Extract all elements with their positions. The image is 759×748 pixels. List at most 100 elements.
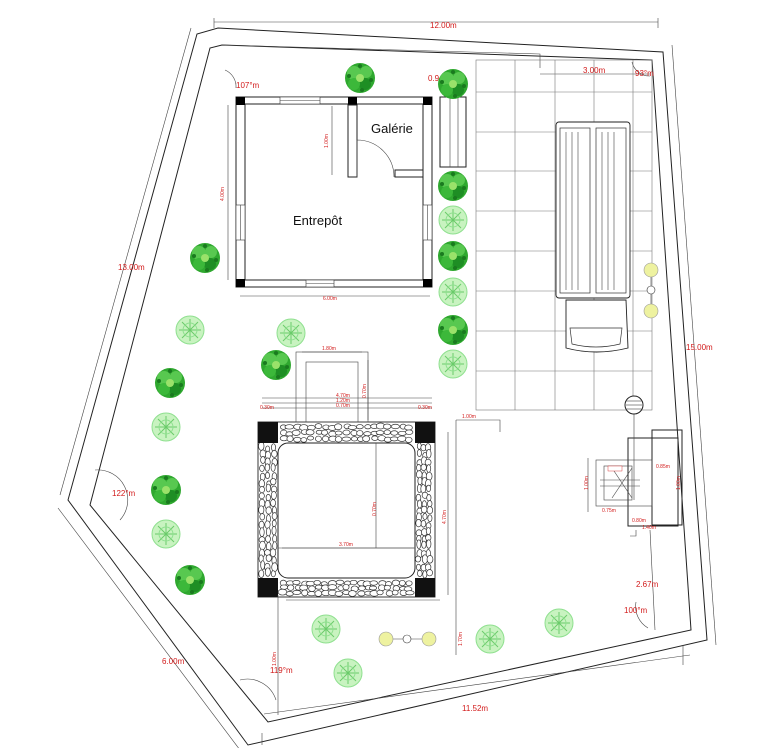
- tree-icon: [475, 624, 505, 654]
- coping-stone: [383, 429, 391, 435]
- coping-stone: [390, 423, 400, 430]
- tree-icon: [151, 475, 181, 505]
- tree-icon: [438, 171, 468, 201]
- tree-icon: [155, 368, 185, 398]
- coping-stone: [265, 494, 271, 502]
- coping-stone: [305, 580, 316, 587]
- coping-stone: [426, 555, 434, 564]
- dim-pool-right: 1.00m: [462, 414, 476, 420]
- coping-stone: [271, 450, 278, 458]
- coping-stone: [417, 499, 423, 509]
- coping-stone: [376, 589, 384, 596]
- coping-stone: [259, 513, 266, 521]
- dim-utility-left: 1.00m: [584, 476, 590, 490]
- coping-stone: [415, 519, 422, 528]
- coping-stone: [270, 463, 276, 472]
- coping-stone: [314, 423, 323, 429]
- dim-inner-wall: 1.00m: [324, 134, 330, 148]
- angle-top-left: 107°m: [236, 81, 260, 90]
- coping-stone: [270, 478, 277, 486]
- coping-stone: [270, 491, 277, 500]
- tree-icon: [261, 350, 291, 380]
- coping-stone: [314, 590, 323, 597]
- coping-stone: [391, 589, 399, 596]
- dim-utility-b: 0.75m: [602, 508, 616, 514]
- coping-stone: [405, 580, 413, 587]
- coping-stone: [301, 589, 309, 597]
- coping-stone: [426, 484, 432, 492]
- coping-stone: [362, 435, 371, 443]
- coping-stone: [357, 590, 366, 597]
- dim-right: 15.00m: [686, 343, 713, 352]
- coping-stone: [355, 424, 364, 430]
- dim-building-small: 0.9: [428, 74, 440, 83]
- coping-stone: [334, 591, 344, 597]
- swimming-pool: 1.80m 4.70m 1.20m 0.70m 0.30m 0.30m 0.70…: [257, 346, 501, 715]
- coping-stone: [287, 584, 295, 591]
- coping-stone: [277, 588, 288, 596]
- vehicle: [555, 121, 631, 353]
- coping-stone: [307, 435, 314, 441]
- angle-bottom-right: 100°m: [624, 606, 648, 615]
- coping-stone: [270, 499, 276, 507]
- coping-stone: [390, 430, 399, 436]
- coping-stone: [363, 431, 372, 437]
- dim-pool-corner-right: 0.30m: [418, 405, 432, 411]
- coping-stone: [327, 584, 338, 591]
- coping-stone: [350, 436, 358, 442]
- tree-icon: [438, 315, 468, 345]
- tree-icon: [190, 243, 220, 273]
- coping-stone: [259, 464, 265, 472]
- coping-stone: [265, 535, 271, 543]
- coping-stone: [260, 456, 266, 464]
- angle-left: 122°m: [112, 489, 136, 498]
- coping-stone: [422, 570, 428, 579]
- coping-stone: [426, 506, 434, 515]
- tree-icon: [438, 205, 468, 235]
- coping-stone: [348, 590, 357, 597]
- coping-stone: [271, 526, 277, 536]
- dim-pool-r1: 4.70m: [336, 393, 350, 399]
- coping-stone: [405, 429, 414, 435]
- tree-icon: [438, 277, 468, 307]
- tree-icon: [151, 412, 181, 442]
- tree-icon: [175, 315, 205, 345]
- dim-pool-inner: 0.70m: [372, 502, 378, 516]
- coping-stone: [397, 435, 407, 442]
- dim-pool-side: 0.70m: [362, 384, 368, 398]
- coping-stone: [356, 430, 364, 437]
- coping-stone: [334, 430, 343, 436]
- coping-stone: [264, 567, 271, 577]
- coping-stone: [416, 563, 421, 571]
- site-dimensions: 12.00m 13.00m 15.00m 6.00m 11.52m 3.00m …: [57, 18, 717, 748]
- coping-stone: [265, 471, 270, 479]
- coping-stone: [264, 520, 271, 529]
- garden-lamp-bottom: [378, 631, 437, 647]
- coping-stone: [426, 539, 432, 549]
- coping-stone: [416, 539, 422, 549]
- dim-pool-corner-left: 0.30m: [260, 405, 274, 411]
- coping-stone: [315, 435, 322, 442]
- dim-right-small: 2.67m: [636, 580, 659, 589]
- coping-stone: [414, 555, 422, 563]
- coping-stone: [266, 527, 271, 537]
- coping-stone: [293, 436, 302, 443]
- coping-stone: [258, 569, 265, 578]
- dim-utility-a: 0.85m: [656, 464, 670, 470]
- coping-stone: [285, 591, 294, 597]
- coping-stone: [364, 424, 372, 430]
- coping-stone: [417, 476, 423, 486]
- coping-stone: [292, 580, 301, 585]
- coping-stone: [341, 436, 352, 442]
- window-right: [422, 204, 433, 241]
- coping-stone: [284, 424, 295, 430]
- coping-stone: [258, 492, 265, 500]
- dim-utility-c: 1.40m: [642, 525, 656, 531]
- coping-stone: [334, 436, 343, 443]
- coping-stone: [322, 435, 330, 443]
- coping-stone: [347, 425, 358, 430]
- coping-stone: [271, 562, 278, 573]
- coping-stone: [259, 540, 266, 551]
- coping-stone: [416, 464, 422, 472]
- dim-pool-height: 4.70m: [442, 510, 448, 524]
